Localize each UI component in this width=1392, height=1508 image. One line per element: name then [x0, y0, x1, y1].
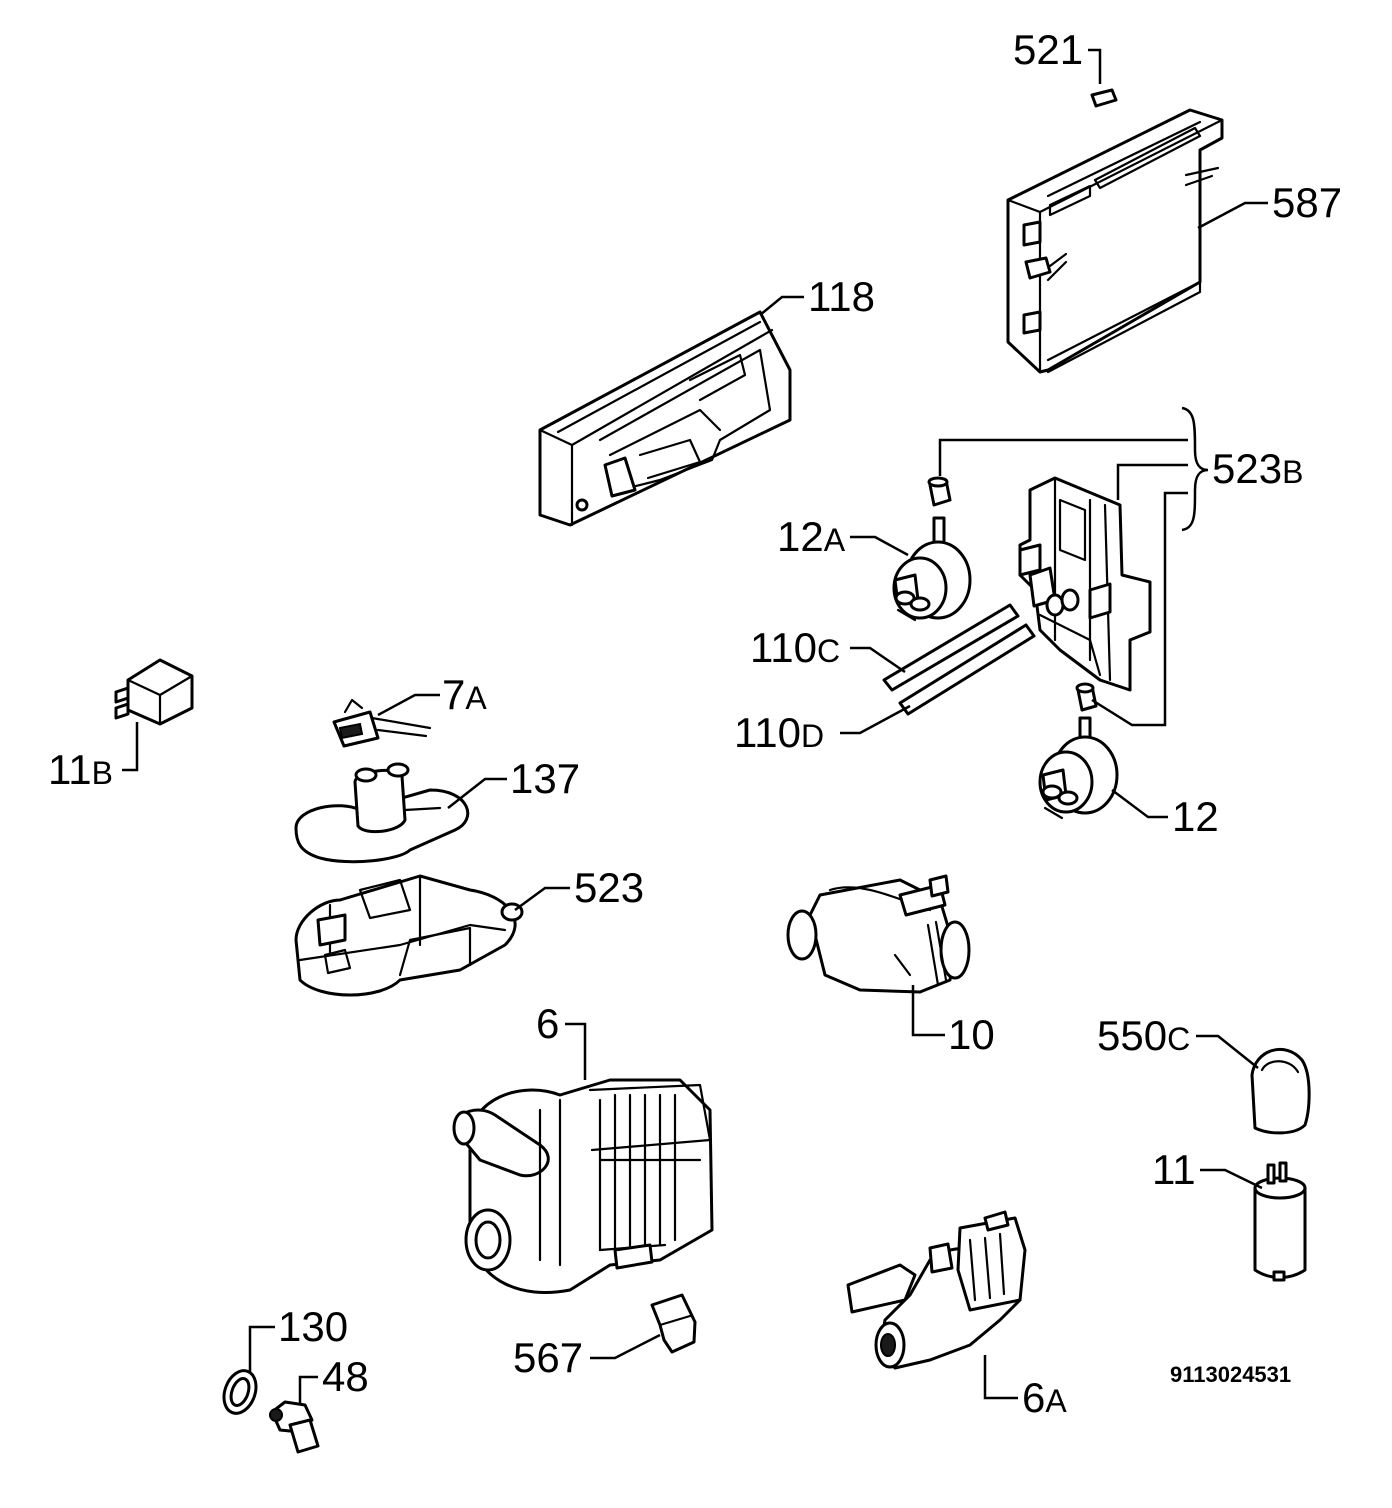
- label-11: 11: [1152, 1146, 1196, 1193]
- label-12: 12: [1172, 793, 1219, 840]
- leader-6: [565, 1022, 587, 1080]
- label-10: 10: [948, 1011, 995, 1058]
- label-567: 567: [513, 1334, 583, 1381]
- leader-12a: [850, 535, 909, 557]
- leader-12: [1111, 789, 1168, 819]
- label-48: 48: [322, 1353, 369, 1400]
- leader-6a: [983, 1355, 1018, 1400]
- label-550c: 550C: [1097, 1012, 1190, 1059]
- leader-48: [298, 1375, 318, 1403]
- leader-523: [514, 886, 570, 912]
- leader-11b: [122, 722, 139, 772]
- leader-7a: [377, 693, 440, 717]
- brace-523b: [1181, 406, 1209, 532]
- leader-567: [590, 1333, 661, 1360]
- label-130: 130: [278, 1303, 348, 1350]
- leader-521: [1088, 48, 1102, 84]
- part-523b-grommet-top: [927, 476, 952, 507]
- label-118: 118: [808, 273, 875, 320]
- label-523b: 523B: [1212, 445, 1303, 492]
- leader-110d: [840, 704, 911, 735]
- leader-550c: [1196, 1034, 1259, 1069]
- part-523b-bracket: [1018, 476, 1152, 692]
- leader-10: [911, 985, 945, 1037]
- part-523-float-housing: [294, 874, 524, 997]
- part-137-float: [294, 762, 470, 864]
- label-587: 587: [1272, 179, 1342, 226]
- diagram-code: 9113024531: [1170, 1362, 1291, 1387]
- label-523: 523: [574, 864, 644, 911]
- leader-130: [248, 1325, 275, 1372]
- label-7a: 7A: [442, 671, 487, 718]
- part-12a-pressure-switch: [892, 516, 972, 622]
- part-12-pressure-switch: [1038, 716, 1119, 820]
- label-110d: 110D: [734, 709, 824, 756]
- part-10-heater: [786, 874, 971, 994]
- label-12a: 12A: [777, 513, 846, 560]
- part-521-clip: [1090, 88, 1118, 108]
- part-110d-hose: [898, 623, 1036, 716]
- part-6-circulation-pump: [452, 1078, 714, 1295]
- label-110c: 110C: [750, 624, 840, 671]
- label-6: 6: [536, 1000, 559, 1047]
- leader-110c: [850, 646, 906, 674]
- leader-11: [1200, 1168, 1263, 1190]
- part-110c-hose: [882, 603, 1020, 692]
- label-521: 521: [1013, 26, 1083, 73]
- part-567-clip: [650, 1293, 697, 1354]
- part-7a-switch: [332, 698, 432, 748]
- label-11b: 11B: [48, 746, 113, 793]
- part-523b-grommet-bottom: [1075, 682, 1098, 712]
- part-550c-cap: [1250, 1047, 1311, 1135]
- leader-lines: [122, 48, 1268, 1403]
- leader-118: [759, 295, 804, 316]
- part-11-capacitor: [1253, 1161, 1307, 1282]
- part-587-control-module: [1006, 108, 1224, 374]
- leader-523b-b: [1116, 463, 1188, 500]
- leader-587: [1197, 201, 1268, 230]
- part-11b-relay: [114, 658, 194, 726]
- leader-137: [447, 777, 507, 809]
- part-48-nut: [269, 1400, 320, 1454]
- callout-labels: 521 587 118 523B 12A 110C 110D 11B 7A 13…: [48, 26, 1342, 1421]
- part-6a-drain-pump: [846, 1210, 1027, 1370]
- label-137: 137: [510, 755, 580, 802]
- leader-523b-c: [1091, 491, 1188, 727]
- label-6a: 6A: [1022, 1374, 1067, 1421]
- part-118-dispenser: [538, 310, 792, 527]
- part-130-gasket: [222, 1369, 258, 1415]
- leader-523b-a: [938, 438, 1188, 476]
